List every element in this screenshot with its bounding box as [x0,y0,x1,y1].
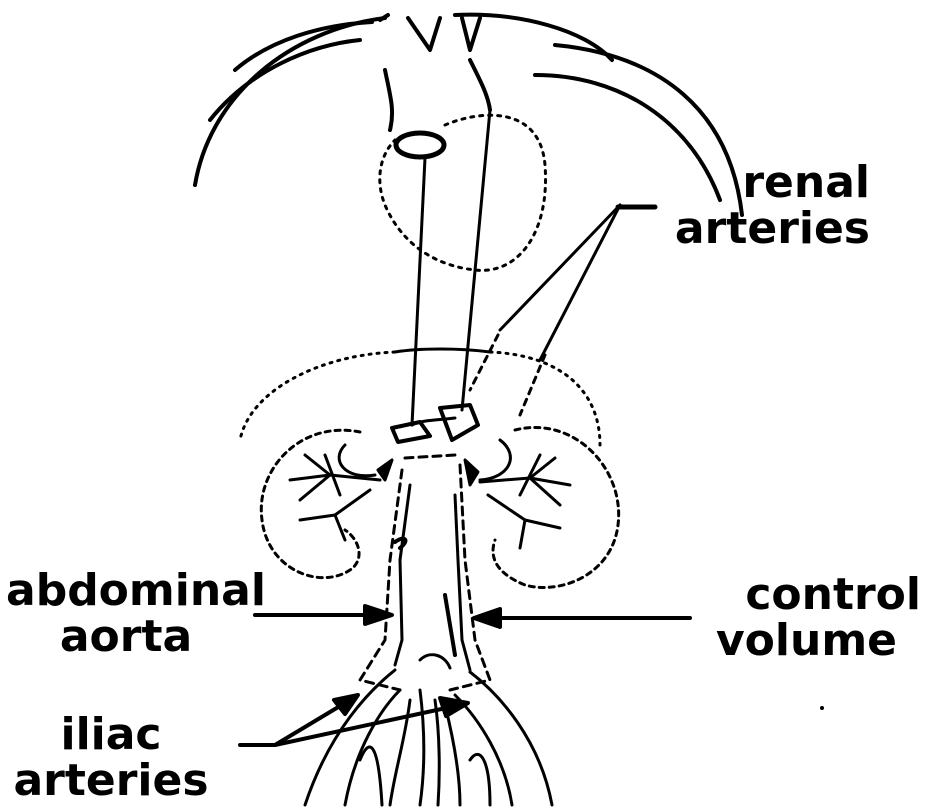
abdominal-aorta-label-line1: abdominal [6,568,246,614]
label-arrows [240,606,690,745]
upper-organ-dotted [380,115,546,270]
renal-pointer-line-right [540,205,620,360]
iliac-vessels [305,670,552,805]
renal-arteries-label: renal arteries [660,160,870,252]
renal-pointer-line-left [500,205,620,330]
renal-arteries-label-line1: renal [660,160,870,206]
abdominal-aorta-label-line2: aorta [6,614,246,660]
kidney-outlines [240,349,619,588]
iliac-arteries-label-line1: iliac [0,712,222,758]
renal-branches [290,455,570,548]
control-volume-label-line2: volume [716,618,921,664]
kidney-right [493,427,619,587]
aorta-bifurcation [395,485,470,670]
kidney-left-outer [240,352,395,440]
renal-arteries-label-line2: arteries [660,206,870,252]
kidney-left [261,430,360,577]
kidney-right-outer [490,352,600,445]
control-volume-label: control volume [716,572,921,664]
stray-dot [820,706,824,710]
renal-arteries [392,205,655,442]
iliac-arteries-label-line2: arteries [0,758,222,804]
abdominal-aorta-label: abdominal aorta [6,568,246,660]
iliac-arteries-label: iliac arteries [0,712,222,804]
control-volume-label-line1: control [716,572,921,618]
iliac-arrow-upper [240,700,350,745]
celiac-ring [396,133,444,157]
upper-organ-outline [380,115,546,270]
